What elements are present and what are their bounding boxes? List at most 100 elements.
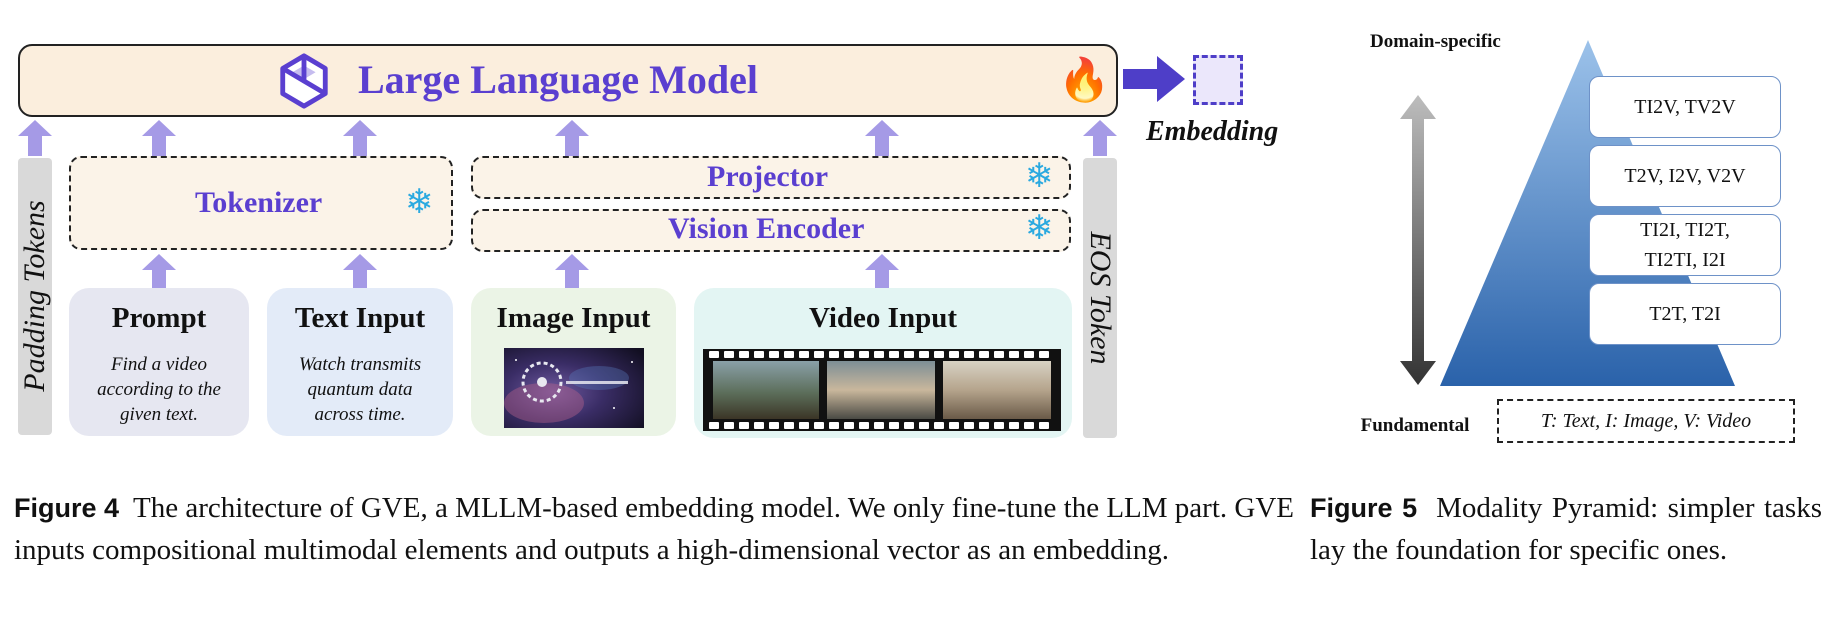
film-sprocket-hole	[784, 422, 794, 429]
film-sprocket-hole	[949, 351, 959, 358]
eos-token-label: EOS Token	[1084, 231, 1117, 365]
film-sprocket-hole	[769, 422, 779, 429]
arrow-up-icon	[343, 120, 377, 156]
tokenizer-block	[69, 156, 453, 250]
pyramid-level-1: TI2V, TV2V	[1589, 76, 1781, 138]
film-sprocket-hole	[769, 351, 779, 358]
projector-label: Projector	[707, 160, 829, 193]
film-sprocket-hole	[874, 351, 884, 358]
figure5-caption-label: Figure 5	[1310, 493, 1418, 523]
video-frame	[827, 361, 935, 419]
llm-block	[18, 44, 1118, 117]
eos-token-strip	[1083, 158, 1117, 438]
prompt-card	[69, 288, 249, 436]
film-sprocket-hole	[994, 351, 1004, 358]
film-sprocket-hole	[829, 351, 839, 358]
padding-tokens-label: Padding Tokens	[18, 200, 51, 392]
vertical-double-arrow-icon	[1400, 95, 1436, 385]
embedding-vector-box	[1193, 55, 1243, 105]
film-sprocket-hole	[844, 351, 854, 358]
film-sprocket-hole	[964, 422, 974, 429]
pyramid-level-2: T2V, I2V, V2V	[1589, 145, 1781, 207]
arrow-up-icon	[18, 120, 52, 156]
text-input-card	[267, 288, 453, 436]
film-sprocket-hole	[814, 351, 824, 358]
tokenizer-label: Tokenizer	[195, 186, 323, 219]
film-sprocket-hole	[874, 422, 884, 429]
film-sprocket-hole	[919, 422, 929, 429]
image-input-title: Image Input	[496, 302, 651, 334]
film-sprocket-hole	[1024, 422, 1034, 429]
prompt-title: Prompt	[111, 302, 207, 334]
figure4-caption: Figure 4 The architecture of GVE, a MLLM…	[14, 487, 1294, 571]
film-sprocket-hole	[724, 422, 734, 429]
film-sprocket-hole	[754, 422, 764, 429]
video-frame	[713, 361, 819, 419]
arrow-up-icon	[865, 120, 899, 156]
film-sprocket-hole	[964, 351, 974, 358]
film-sprocket-hole	[814, 422, 824, 429]
figure5-caption-text: Modality Pyramid: simpler tasks lay the …	[1310, 492, 1822, 566]
fire-icon: 🔥	[1058, 58, 1111, 104]
video-frame	[943, 361, 1051, 419]
text-input-title: Text Input	[294, 302, 426, 334]
video-filmstrip	[703, 349, 1061, 431]
film-sprocket-hole	[979, 351, 989, 358]
film-sprocket-hole	[709, 351, 719, 358]
fundamental-label: Fundamental	[1360, 415, 1470, 436]
arrow-up-icon	[142, 120, 176, 156]
arrow-up-icon	[142, 254, 176, 290]
film-sprocket-hole	[739, 422, 749, 429]
prompt-text: Find a video according to the given text…	[97, 354, 221, 425]
film-sprocket-hole	[709, 422, 719, 429]
film-sprocket-hole	[799, 351, 809, 358]
film-sprocket-hole	[724, 351, 734, 358]
film-sprocket-hole	[1009, 422, 1019, 429]
arrow-right-icon	[1123, 56, 1185, 102]
arrow-up-icon	[865, 254, 899, 290]
film-sprocket-hole	[859, 351, 869, 358]
film-sprocket-hole	[1039, 422, 1049, 429]
snowflake-icon: ❄	[1025, 158, 1054, 195]
film-sprocket-hole	[799, 422, 809, 429]
arrow-up-icon	[555, 120, 589, 156]
qwen-logo-icon	[280, 53, 328, 109]
film-sprocket-hole	[904, 422, 914, 429]
film-sprocket-hole	[1024, 351, 1034, 358]
film-sprocket-hole	[949, 422, 959, 429]
pyramid-level-3: TI2I, TI2T, TI2TI, I2I	[1589, 214, 1781, 276]
space-station-image	[504, 348, 644, 428]
film-sprocket-hole	[919, 351, 929, 358]
modality-legend: T: Text, I: Image, V: Video	[1497, 399, 1795, 443]
snowflake-icon: ❄	[1025, 210, 1054, 247]
text-input-text: Watch transmits quantum data across time…	[298, 354, 422, 425]
film-sprocket-hole	[889, 422, 899, 429]
film-sprocket-hole	[934, 351, 944, 358]
film-sprocket-hole	[859, 422, 869, 429]
vision-encoder-label: Vision Encoder	[668, 212, 865, 245]
film-sprocket-hole	[1039, 351, 1049, 358]
film-sprocket-hole	[994, 422, 1004, 429]
figure4-caption-label: Figure 4	[14, 493, 120, 523]
arrow-up-icon	[555, 254, 589, 290]
film-sprocket-hole	[844, 422, 854, 429]
film-sprocket-hole	[784, 351, 794, 358]
figure5-caption: Figure 5 Modality Pyramid: simpler tasks…	[1310, 487, 1822, 571]
vision-encoder-block	[471, 209, 1071, 252]
embedding-label: Embedding	[1146, 116, 1279, 147]
film-sprocket-hole	[934, 422, 944, 429]
arrow-up-icon	[1083, 120, 1117, 156]
projector-block	[471, 156, 1071, 199]
arrow-up-icon	[343, 254, 377, 290]
film-sprocket-hole	[979, 422, 989, 429]
film-sprocket-hole	[739, 351, 749, 358]
film-sprocket-hole	[1009, 351, 1019, 358]
pyramid-level-4: T2T, T2I	[1589, 283, 1781, 345]
figure4-caption-text: The architecture of GVE, a MLLM-based em…	[14, 492, 1294, 566]
film-sprocket-hole	[889, 351, 899, 358]
video-input-title: Video Input	[808, 302, 957, 334]
film-sprocket-hole	[754, 351, 764, 358]
snowflake-icon: ❄	[405, 184, 434, 221]
llm-title: Large Language Model	[358, 57, 758, 102]
film-sprocket-hole	[829, 422, 839, 429]
